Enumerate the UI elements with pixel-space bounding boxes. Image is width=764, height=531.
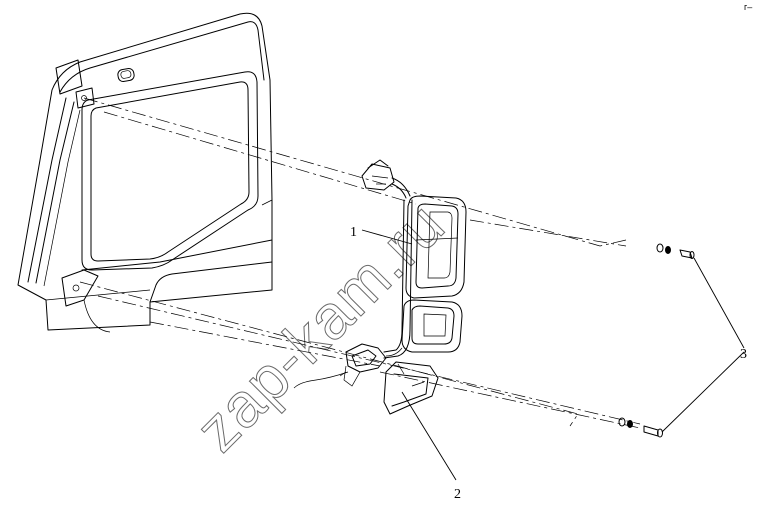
cab-body [17,12,273,333]
mirror-assembly [293,159,467,389]
callout-1: 1 [350,225,357,240]
fasteners-lower [618,417,663,438]
fasteners-upper [656,243,695,259]
callout-2: 2 [454,487,461,502]
assembly-center-lines [79,97,641,429]
corner-mark: г– [744,2,752,12]
callout-3: 3 [740,347,747,362]
bracket-cover [383,361,439,415]
leader-lines [361,229,745,481]
